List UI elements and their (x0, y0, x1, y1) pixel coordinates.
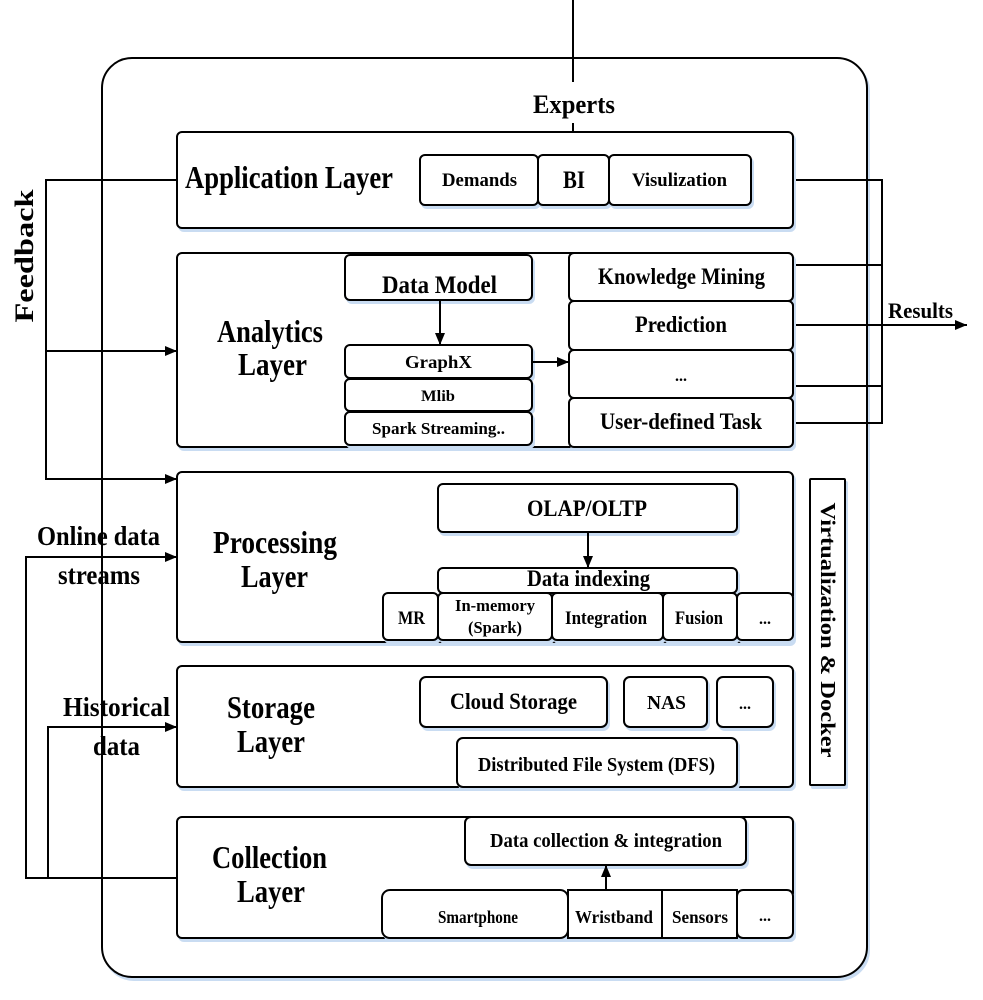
application-layer: Application Layer Demands BI Visulizatio… (176, 131, 794, 229)
user-defined-task-box (568, 397, 794, 448)
analytics-layer-title-line1: Analytics (217, 313, 323, 349)
experts-label: Experts (533, 90, 615, 119)
analytics-layer: Analytics Layer Data Model GraphX Mlib S… (176, 252, 794, 448)
historical-data-label-line2: data (93, 731, 140, 761)
online-data-label-line2: streams (58, 560, 140, 590)
more-modules-label: ... (759, 611, 771, 628)
more-modules-box (736, 592, 794, 641)
storage-layer-title-line1: Storage (227, 689, 315, 725)
processing-layer-title-line2: Layer (241, 558, 308, 594)
collection-layer-title-line2: Layer (237, 873, 305, 909)
sensors-box (661, 889, 738, 939)
in-memory-label-line1: In-memory (455, 596, 535, 615)
more-devices-box (736, 889, 794, 939)
knowledge-mining-label: Knowledge Mining (598, 264, 765, 289)
fusion-label: Fusion (675, 608, 723, 629)
collection-layer-title-line1: Collection (212, 839, 327, 875)
online-data-label-line1: Online data (37, 521, 160, 551)
wristband-box (567, 889, 663, 939)
visualization-box (608, 154, 752, 206)
user-defined-task-label: User-defined Task (600, 409, 762, 434)
virtualization-docker-box (809, 478, 846, 786)
spark-streaming-box (344, 411, 533, 446)
processing-layer-title-line1: Processing (213, 524, 337, 560)
analytics-layer-title-line2: Layer (238, 346, 307, 382)
wristband-label: Wristband (575, 907, 653, 927)
data-model-label: Data Model (382, 272, 497, 299)
mr-label: MR (398, 608, 425, 629)
cloud-storage-label: Cloud Storage (450, 689, 577, 714)
nas-box (623, 676, 708, 728)
spark-streaming-label: Spark Streaming.. (372, 419, 505, 438)
mlib-label: Mlib (421, 388, 455, 405)
olap-oltp-label: OLAP/OLTP (527, 496, 647, 521)
more-devices-label: ... (759, 908, 771, 925)
prediction-label: Prediction (635, 312, 727, 337)
more-storage-box (716, 676, 774, 728)
visualization-label: Visulization (632, 170, 727, 191)
collection-layer: Collection Layer Data collection & integ… (176, 816, 794, 939)
storage-layer-title-line2: Layer (237, 723, 305, 759)
feedback-label: Feedback (10, 189, 39, 323)
in-memory-label-line2: (Spark) (468, 618, 522, 637)
dfs-box (456, 737, 738, 788)
bi-label: BI (563, 167, 585, 194)
results-label: Results (888, 298, 953, 323)
nas-label: NAS (647, 692, 686, 714)
sensors-label: Sensors (672, 907, 728, 927)
data-model-box (344, 254, 533, 301)
smartphone-label: Smartphone (438, 907, 518, 927)
data-collection-integration-label: Data collection & integration (490, 830, 722, 852)
processing-layer: Processing Layer OLAP/OLTP Data indexing… (176, 471, 794, 643)
virtualization-docker-panel: Virtualization & Docker (809, 478, 846, 786)
data-indexing-label: Data indexing (527, 566, 650, 591)
graphx-label: GraphX (405, 352, 472, 372)
demands-label: Demands (442, 170, 517, 191)
historical-data-label-line1: Historical (63, 692, 170, 722)
feedback-line (45, 179, 177, 480)
virtualization-docker-label: Virtualization & Docker (816, 503, 840, 758)
more-tasks-label: ... (675, 368, 687, 385)
dfs-label: Distributed File System (DFS) (478, 754, 715, 776)
storage-layer: Storage Layer Cloud Storage NAS ... Dist… (176, 665, 794, 788)
online-streams-line (25, 556, 177, 879)
historical-data-line (47, 726, 165, 878)
more-storage-label: ... (739, 696, 751, 713)
integration-label: Integration (565, 608, 647, 629)
application-layer-title: Application Layer (185, 159, 393, 195)
cloud-storage-box (419, 676, 608, 728)
